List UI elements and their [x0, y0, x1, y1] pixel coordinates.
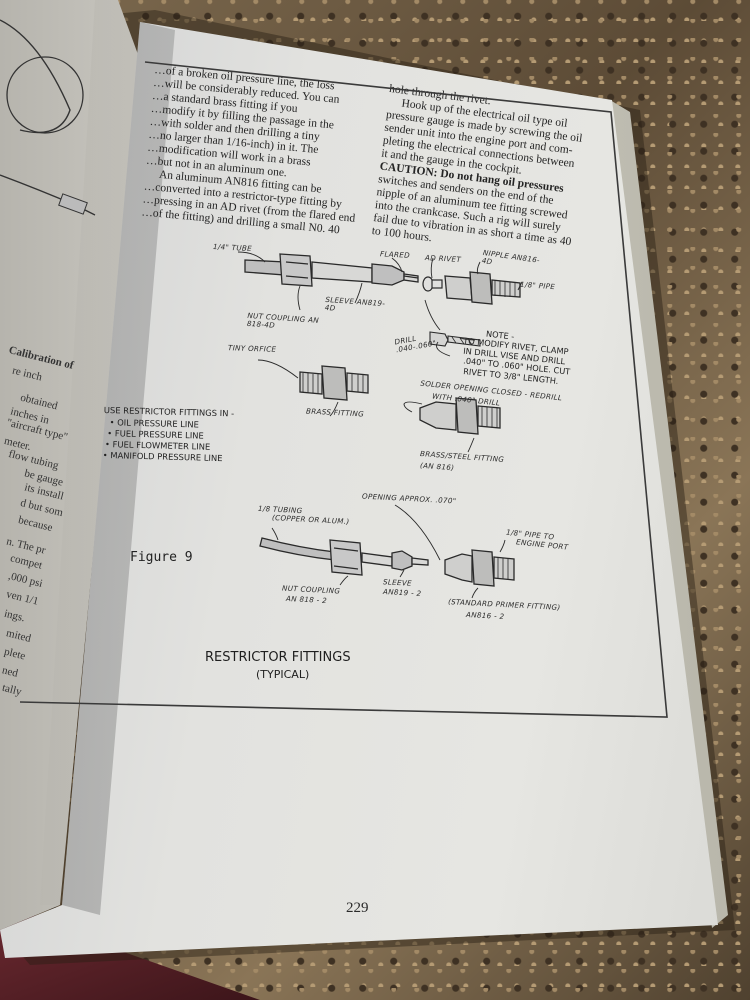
figure-subtitle: (TYPICAL): [256, 668, 310, 681]
tiny-orifice-fitting: [257, 359, 369, 417]
page-number: 229: [346, 900, 369, 916]
primer-fitting: [444, 549, 515, 587]
callout-ad-rivet: AD RIVET: [424, 253, 462, 264]
nipple-fitting: [444, 271, 521, 305]
callout-flared: FLARED: [379, 249, 411, 260]
figure-title: RESTRICTOR FITTINGS: [205, 650, 351, 665]
brass-steel-fitting: [403, 397, 501, 453]
leader-lines-bottom: [271, 504, 506, 599]
callout-primer-an: AN816 - 2: [465, 609, 505, 622]
callout-sleeve-bottom-an: AN819 - 2: [382, 586, 422, 599]
callout-tiny-orifice: TINY ORFICE: [227, 343, 277, 354]
use-list-heading: USE RESTRICTOR FITTINGS IN -: [103, 405, 235, 419]
note-arrow: [436, 341, 451, 357]
ad-rivet: [422, 276, 443, 292]
bottom-tube-assembly: [259, 537, 429, 576]
use-list-item-text: OIL PRESSURE LINE: [117, 417, 200, 430]
figure-label: Figure 9: [130, 550, 193, 565]
top-tube-assembly: [244, 253, 419, 287]
leader-lines-top: [237, 251, 523, 341]
callout-sleeve-bottom: SLEEVE: [382, 577, 413, 588]
use-list: USE RESTRICTOR FITTINGS IN - • OIL PRESS…: [103, 405, 235, 463]
